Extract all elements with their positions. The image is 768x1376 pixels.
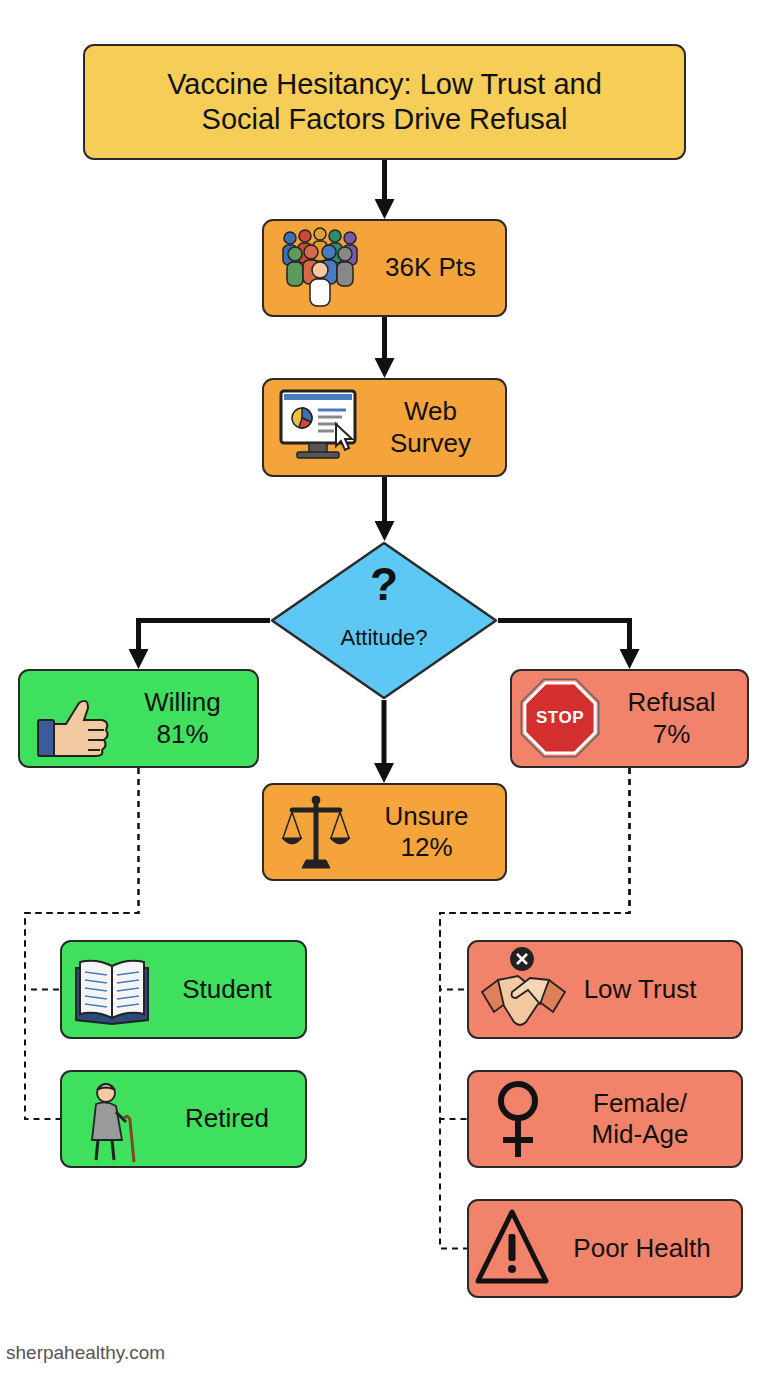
node-sublabel: Attitude? bbox=[341, 625, 428, 651]
node-label: Low Trust bbox=[584, 974, 697, 1005]
node-label: Female/ Mid-Age bbox=[585, 1088, 695, 1150]
node-label: STOP bbox=[536, 708, 584, 728]
watermark: sherpahealthy.com bbox=[6, 1342, 165, 1364]
title-box: Vaccine Hesitancy: Low Trust and Social … bbox=[83, 44, 686, 160]
node-label: Poor Health bbox=[573, 1233, 710, 1264]
scales-icon bbox=[282, 796, 350, 868]
people-icon bbox=[283, 228, 357, 306]
node-sublabel: Refusal 7% bbox=[617, 687, 727, 749]
book-icon bbox=[76, 961, 148, 1024]
flow-arrow bbox=[382, 317, 387, 368]
stop-sign-icon bbox=[521, 679, 598, 756]
flow-arrow bbox=[382, 160, 387, 209]
flow-arrow bbox=[498, 621, 630, 660]
decision-diamond: ? Attitude? bbox=[270, 541, 498, 700]
handshake-icon bbox=[482, 948, 565, 1025]
flow-arrow bbox=[382, 477, 387, 531]
elderly-icon bbox=[92, 1084, 134, 1162]
thumbs-up-icon bbox=[38, 701, 108, 756]
node-label: Web Survey bbox=[371, 396, 491, 458]
node-label: Student bbox=[182, 974, 272, 1005]
node-label: Vaccine Hesitancy: Low Trust and Social … bbox=[125, 67, 645, 137]
diamond-shape bbox=[272, 543, 496, 698]
female-symbol bbox=[501, 1084, 535, 1157]
node-label: ? bbox=[370, 561, 398, 607]
node-label: 36K Pts bbox=[385, 252, 476, 283]
flow-arrow bbox=[139, 621, 271, 660]
node-label: Retired bbox=[185, 1103, 269, 1134]
node-label: Unsure 12% bbox=[372, 801, 482, 863]
node-label: Willing 81% bbox=[128, 687, 238, 749]
warning-icon bbox=[478, 1212, 546, 1281]
flow-arrow bbox=[382, 700, 387, 773]
monitor-icon bbox=[281, 391, 355, 458]
